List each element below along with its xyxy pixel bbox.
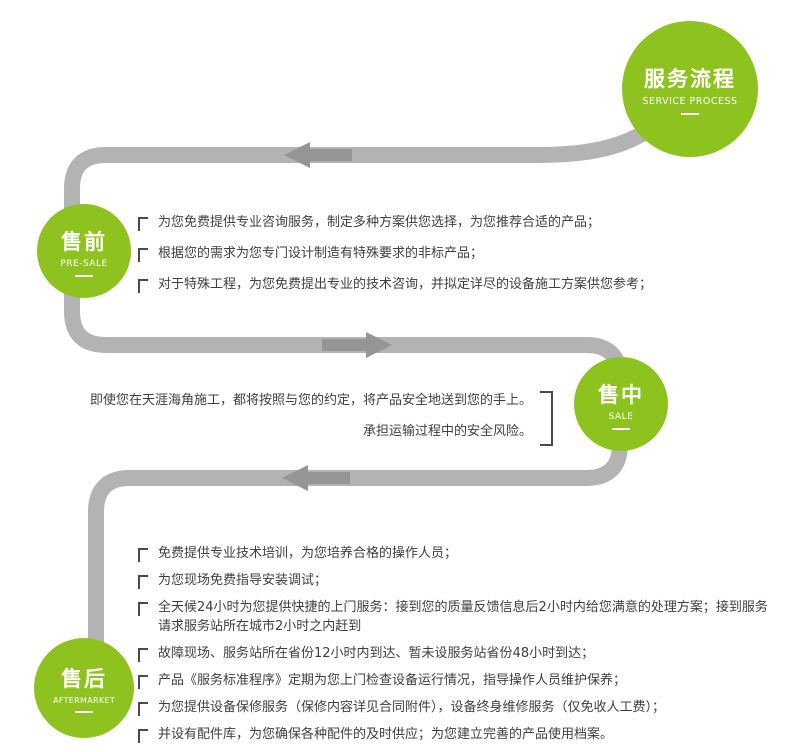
flow-arrow-left-top-icon	[284, 142, 352, 168]
item-text: 为您提供设备保修服务（保修内容详见合同附件），设备终身维修服务（仅免收人工费）；	[158, 700, 666, 716]
item-text: 全天候24小时为您提供快捷的上门服务：接到您的质量反馈信息后2小时内给您满意的处…	[158, 600, 768, 634]
corner-marker-icon	[138, 729, 148, 744]
list-item: 产品《服务标准程序》定期为您上门检查设备运行情况，指导操作人员维护保养；	[138, 672, 776, 690]
item-text: 为您现场免费指导安装调试；	[158, 573, 328, 589]
corner-marker-icon	[138, 279, 148, 294]
item-text: 即使您在天涯海角施工，都将按照与您的约定，将产品安全地送到您的手上。	[89, 393, 532, 408]
stage-circle-sale: 售中 SALE	[574, 357, 668, 451]
sale-bracket-icon	[540, 391, 553, 446]
corner-marker-icon	[138, 217, 148, 231]
badge-title-en: SERVICE PROCESS	[642, 96, 738, 107]
badge-title-zh: 服务流程	[644, 67, 736, 91]
stage-circle-pre-sale: 售前 PRE-SALE	[37, 204, 131, 298]
pre-sale-item-list: 为您免费提供专业咨询服务，制定多种方案供您选择，为您推荐合适的产品； 根据您的需…	[138, 214, 770, 308]
corner-marker-icon	[138, 248, 148, 263]
stage-underline	[75, 274, 93, 277]
list-item: 对于特殊工程，为您免费提出专业的技术咨询，并拟定详尽的设备施工方案供您参考；	[138, 276, 770, 294]
item-text: 故障现场、服务站所在省份12小时内到达、暂未设服务站省份48小时到达；	[158, 645, 595, 661]
list-item: 免费提供专业技术培训，为您培养合格的操作人员；	[138, 545, 776, 563]
item-text: 承担运输过程中的安全风险。	[362, 423, 532, 439]
corner-marker-icon	[138, 647, 148, 662]
corner-marker-icon	[138, 548, 148, 562]
item-text: 免费提供专业技术培训，为您培养合格的操作人员；	[158, 546, 458, 561]
stage-label-en: AFTERMARKET	[53, 696, 115, 705]
stage-label-zh: 售前	[61, 229, 107, 254]
sale-item-list: 即使您在天涯海角施工，都将按照与您的约定，将产品安全地送到您的手上。 承担运输过…	[40, 392, 532, 454]
stage-underline	[612, 427, 630, 430]
list-item: 根据您的需求为您专门设计制造有特殊要求的非标产品；	[138, 245, 770, 263]
stage-underline	[75, 711, 93, 713]
stage-label-zh: 售后	[61, 667, 107, 691]
service-process-badge: 服务流程 SERVICE PROCESS	[622, 21, 758, 157]
aftermarket-item-list: 免费提供专业技术培训，为您培养合格的操作人员； 为您现场免费指导安装调试； 全天…	[138, 545, 776, 752]
list-item: 为您现场免费指导安装调试；	[138, 572, 776, 590]
list-item: 为您提供设备保修服务（保修内容详见合同附件），设备终身维修服务（仅免收人工费）；	[138, 699, 776, 717]
corner-marker-icon	[138, 575, 148, 590]
stage-circle-aftermarket: 售后 AFTERMARKET	[34, 638, 134, 738]
badge-underline	[681, 113, 699, 115]
flow-arrow-right-icon	[322, 332, 392, 358]
corner-marker-icon	[138, 702, 148, 717]
list-item: 为您免费提供专业咨询服务，制定多种方案供您选择，为您推荐合适的产品；	[138, 214, 770, 232]
item-text: 产品《服务标准程序》定期为您上门检查设备运行情况，指导操作人员维护保养；	[158, 672, 627, 688]
stage-label-en: PRE-SALE	[60, 258, 108, 269]
stage-label-zh: 售中	[598, 382, 644, 407]
item-text: 对于特殊工程，为您免费提出专业的技术咨询，并拟定详尽的设备施工方案供您参考；	[158, 277, 653, 293]
list-item: 全天候24小时为您提供快捷的上门服务：接到您的质量反馈信息后2小时内给您满意的处…	[138, 599, 776, 635]
item-text: 根据您的需求为您专门设计制造有特殊要求的非标产品；	[158, 246, 484, 262]
flow-arrow-left-bottom-icon	[282, 465, 350, 491]
corner-marker-icon	[138, 602, 148, 617]
item-text: 并设有配件库，为您确保各种配件的及时供应；为您建立完善的产品使用档案。	[158, 727, 614, 743]
stage-label-en: SALE	[608, 411, 634, 422]
list-item: 并设有配件库，为您确保各种配件的及时供应；为您建立完善的产品使用档案。	[138, 726, 776, 744]
list-item: 故障现场、服务站所在省份12小时内到达、暂未设服务站省份48小时到达；	[138, 645, 776, 663]
corner-marker-icon	[138, 674, 148, 689]
item-text: 为您免费提供专业咨询服务，制定多种方案供您选择，为您推荐合适的产品；	[158, 215, 601, 230]
flow-path	[64, 90, 695, 690]
